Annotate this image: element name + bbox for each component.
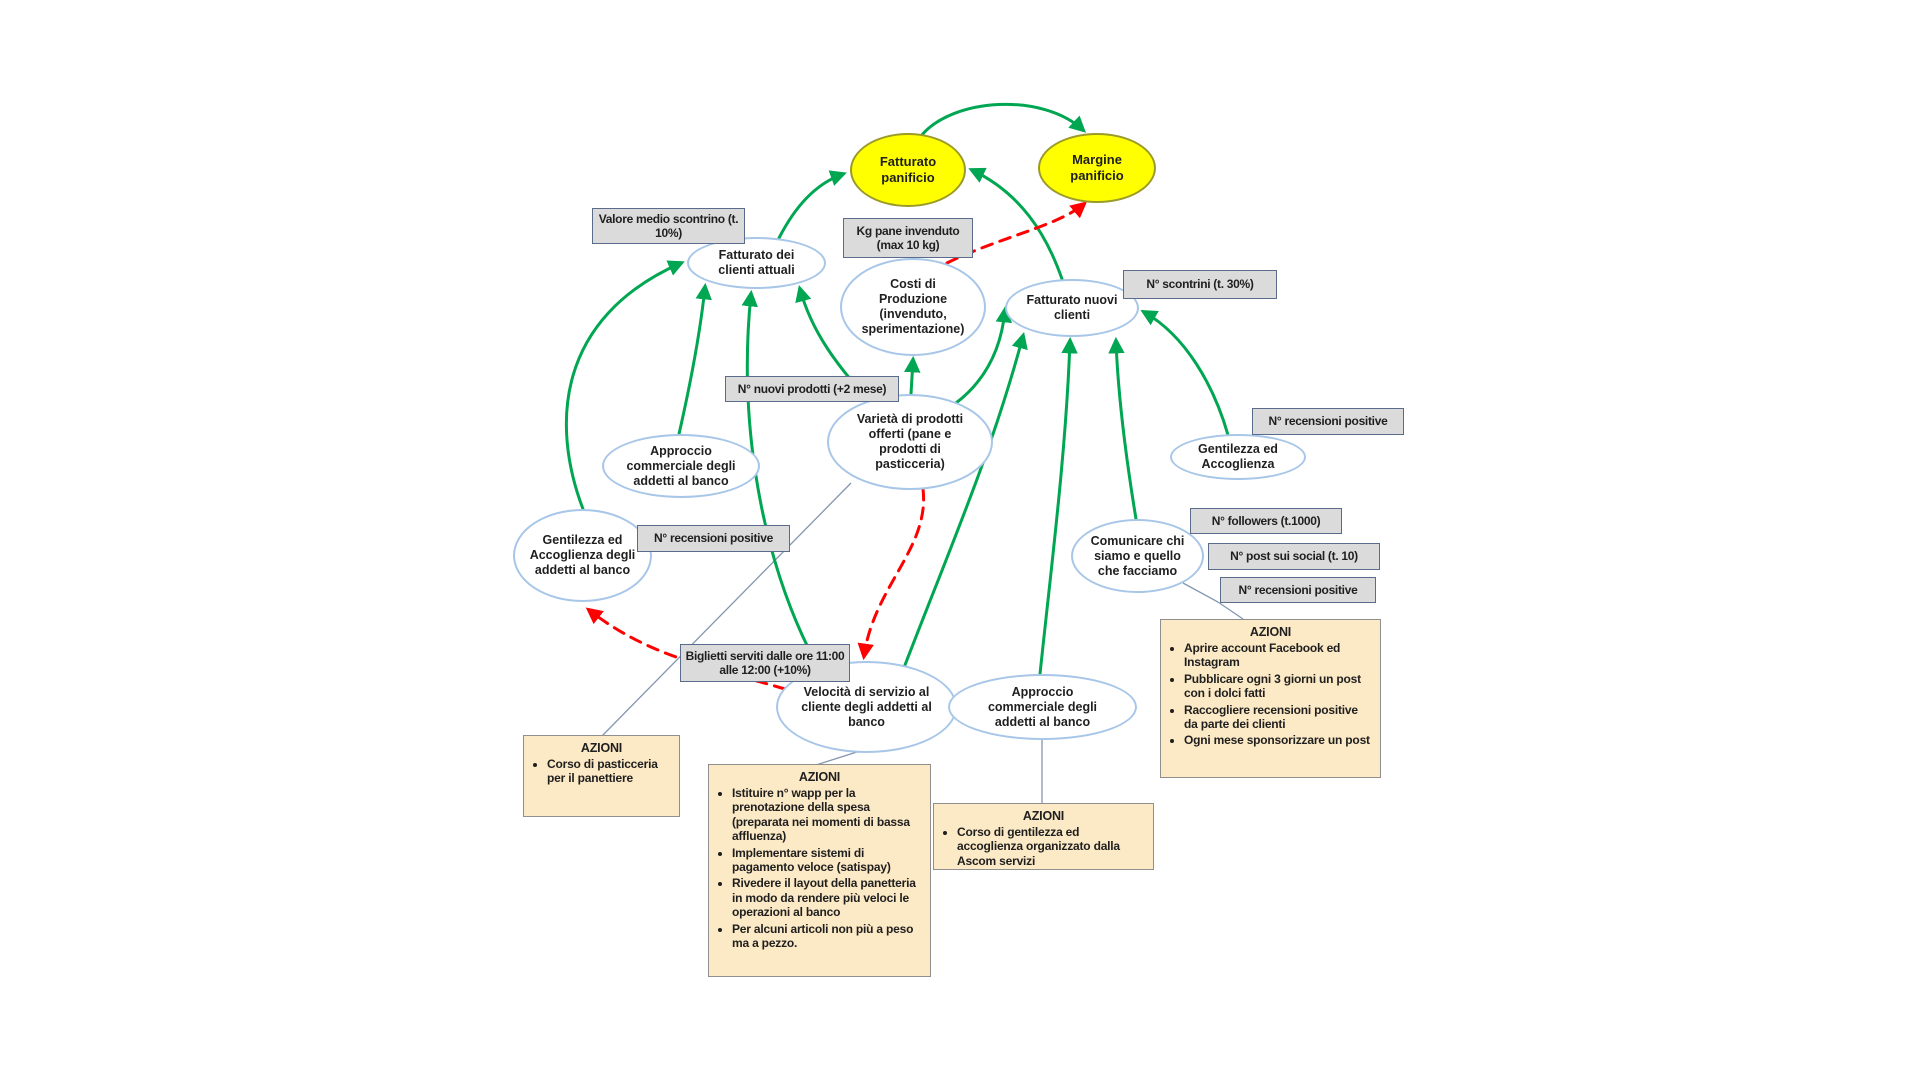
kpi-label: Valore medio scontrino (t. 10%) <box>598 211 739 240</box>
action-item: Per alcuni articoli non più a peso ma a … <box>732 922 922 951</box>
action-title: AZIONI <box>798 770 841 784</box>
node-label: Fatturato nuovi clienti <box>1026 293 1118 322</box>
node-fatturato-nuovi-clienti[interactable]: Fatturato nuovi clienti <box>1005 279 1139 337</box>
node-gentilezza-accoglienza-dx[interactable]: Gentilezza ed Accoglienza <box>1170 434 1306 480</box>
node-label: Fatturato dei clienti attuali <box>718 248 795 277</box>
action-box-servizio[interactable]: AZIONI Istituire n° wapp per la prenotaz… <box>708 764 931 977</box>
node-label: Gentilezza ed Accoglienza degli addetti … <box>529 533 636 577</box>
action-box-social[interactable]: AZIONI Aprire account Facebook ed Instag… <box>1160 619 1381 778</box>
action-list: Corso di gentilezza ed accoglienza organ… <box>942 825 1145 870</box>
connector-comunicare-to-azioni-social <box>1182 582 1244 620</box>
link-clienti-attuali-to-fatturato-panificio <box>777 170 847 240</box>
node-costi-produzione[interactable]: Costi di Produzione (invenduto, sperimen… <box>840 258 986 356</box>
link-varieta-to-costi-produzione <box>904 355 921 396</box>
action-item: Istituire n° wapp per la prenotazione de… <box>732 786 922 844</box>
node-label: Approccio commerciale degli addetti al b… <box>987 684 1098 729</box>
kpi-label: N° followers (t.1000) <box>1211 513 1321 528</box>
link-velocita-to-clienti-attuali <box>741 289 820 669</box>
action-box-pasticceria[interactable]: AZIONI Corso di pasticceria per il panet… <box>523 735 680 817</box>
node-label: Varietà di prodotti offerti (pane e prod… <box>856 412 964 471</box>
node-label: Gentilezza ed Accoglienza <box>1198 442 1278 471</box>
kpi-label: N° post sui social (t. 10) <box>1230 549 1358 564</box>
node-approccio-commerciale-sx[interactable]: Approccio commerciale degli addetti al b… <box>602 434 760 498</box>
action-item: Corso di pasticceria per il panettiere <box>547 757 671 786</box>
node-gentilezza-accoglienza-sx[interactable]: Gentilezza ed Accoglienza degli addetti … <box>513 509 652 602</box>
link-approccio-sx-to-clienti-attuali <box>677 282 712 436</box>
link-velocita-to-nuovi-clienti <box>903 332 1028 667</box>
kpi-n-scontrini[interactable]: N° scontrini (t. 30%) <box>1123 270 1277 299</box>
action-list: Aprire account Facebook ed Instagram Pub… <box>1169 641 1372 750</box>
node-margine-panificio[interactable]: Margine panificio <box>1038 133 1156 203</box>
action-item: Corso di gentilezza ed accoglienza organ… <box>957 825 1145 868</box>
action-item: Implementare sistemi di pagamento veloce… <box>732 846 922 875</box>
link-gentilezza-sx-to-clienti-attuali <box>564 260 685 511</box>
node-label: Costi di Produzione (invenduto, sperimen… <box>861 277 965 336</box>
kpi-biglietti-serviti[interactable]: Biglietti serviti dalle ore 11:00 alle 1… <box>680 644 850 682</box>
link-varieta-to-velocita-negative <box>857 487 926 661</box>
kpi-label: N° recensioni positive <box>1238 582 1358 597</box>
kpi-label: N° recensioni positive <box>654 531 773 546</box>
action-item: Rivedere il layout della panetteria in m… <box>732 876 922 919</box>
node-varieta-prodotti[interactable]: Varietà di prodotti offerti (pane e prod… <box>827 394 993 490</box>
node-label: Margine panificio <box>1070 152 1124 183</box>
action-box-gentilezza[interactable]: AZIONI Corso di gentilezza ed accoglienz… <box>933 803 1154 870</box>
kpi-n-recensioni-positive-dx-top[interactable]: N° recensioni positive <box>1252 408 1404 435</box>
link-nuovi-clienti-to-fatturato-panificio <box>968 167 1064 281</box>
node-label: Approccio commerciale degli addetti al b… <box>626 443 736 488</box>
action-title: AZIONI <box>580 741 623 755</box>
action-list: Corso di pasticceria per il panettiere <box>532 757 671 788</box>
kpi-n-post-social[interactable]: N° post sui social (t. 10) <box>1208 543 1380 570</box>
action-title: AZIONI <box>1249 625 1292 639</box>
link-varieta-to-nuovi-clienti <box>954 305 1013 405</box>
node-approccio-commerciale-dx[interactable]: Approccio commerciale degli addetti al b… <box>948 674 1137 740</box>
kpi-n-recensioni-positive-dx-bot[interactable]: N° recensioni positive <box>1220 577 1376 603</box>
action-item: Raccogliere recensioni positive da parte… <box>1184 703 1372 732</box>
node-velocita-servizio[interactable]: Velocità di servizio al cliente degli ad… <box>776 661 957 753</box>
action-list: Istituire n° wapp per la prenotazione de… <box>717 786 922 952</box>
kpi-kg-pane-invenduto[interactable]: Kg pane invenduto (max 10 kg) <box>843 218 973 258</box>
kpi-valore-medio-scontrino[interactable]: Valore medio scontrino (t. 10%) <box>592 208 745 244</box>
link-comunicare-to-nuovi-clienti <box>1108 336 1138 521</box>
link-approccio-dx-to-nuovi-clienti <box>1038 336 1078 676</box>
action-item: Pubblicare ogni 3 giorni un post con i d… <box>1184 672 1372 701</box>
connector-velocita-to-azioni-servizio <box>815 750 861 766</box>
kpi-n-followers[interactable]: N° followers (t.1000) <box>1190 508 1342 534</box>
kpi-n-nuovi-prodotti[interactable]: N° nuovi prodotti (+2 mese) <box>725 376 899 402</box>
kpi-label: Biglietti serviti dalle ore 11:00 alle 1… <box>685 648 845 677</box>
kpi-label: N° scontrini (t. 30%) <box>1146 277 1254 292</box>
action-item: Aprire account Facebook ed Instagram <box>1184 641 1372 670</box>
node-fatturato-clienti-attuali[interactable]: Fatturato dei clienti attuali <box>687 237 826 289</box>
kpi-label: N° nuovi prodotti (+2 mese) <box>737 381 887 396</box>
node-label: Comunicare chi siamo e quello che faccia… <box>1090 533 1185 578</box>
connector-varieta-to-azioni-pasticceria <box>600 482 852 738</box>
action-title: AZIONI <box>1022 809 1065 823</box>
node-fatturato-panificio[interactable]: Fatturato panificio <box>850 133 966 207</box>
node-label: Velocità di servizio al cliente degli ad… <box>801 684 932 729</box>
node-comunicare-chi-siamo[interactable]: Comunicare chi siamo e quello che faccia… <box>1071 519 1204 593</box>
node-label: Fatturato panificio <box>879 154 937 185</box>
link-gentilezza-dx-to-nuovi-clienti <box>1140 309 1230 437</box>
link-fatturato-panificio-to-margine <box>919 102 1087 138</box>
kpi-n-recensioni-positive-sx[interactable]: N° recensioni positive <box>637 525 790 552</box>
kpi-label: N° recensioni positive <box>1268 414 1388 429</box>
kpi-label: Kg pane invenduto (max 10 kg) <box>856 223 960 252</box>
action-item: Ogni mese sponsorizzare un post <box>1184 733 1372 747</box>
